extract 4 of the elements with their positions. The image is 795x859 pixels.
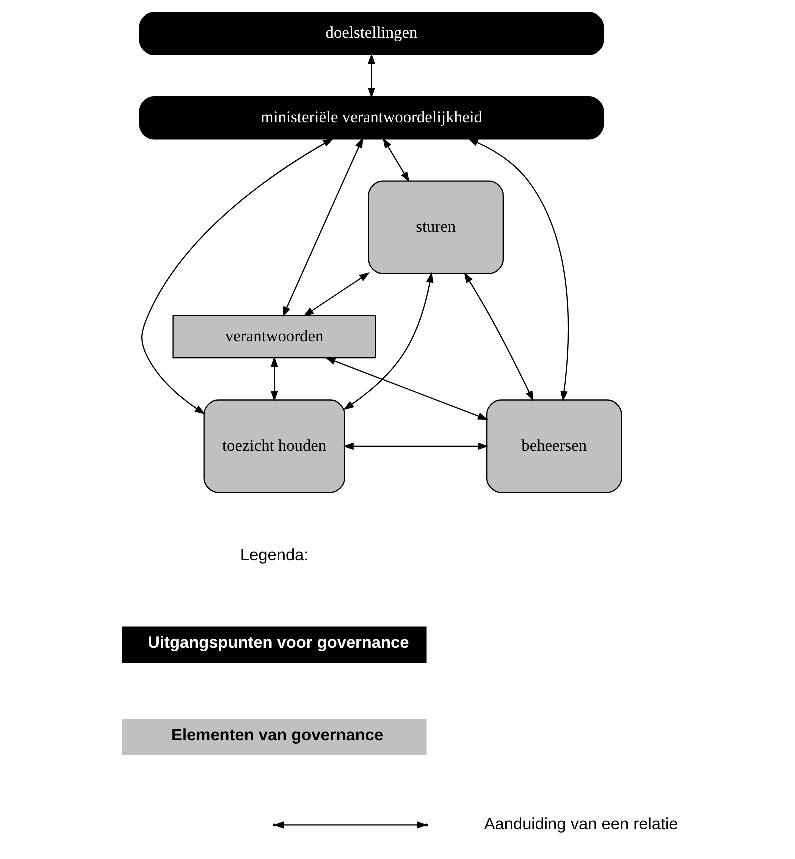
- legend-label: Uitgangspunten voor governance: [148, 634, 410, 652]
- legend-label: Elementen van governance: [172, 726, 384, 745]
- legend-label: Aanduiding van een relatie: [484, 816, 678, 834]
- label: Legenda:: [240, 546, 309, 564]
